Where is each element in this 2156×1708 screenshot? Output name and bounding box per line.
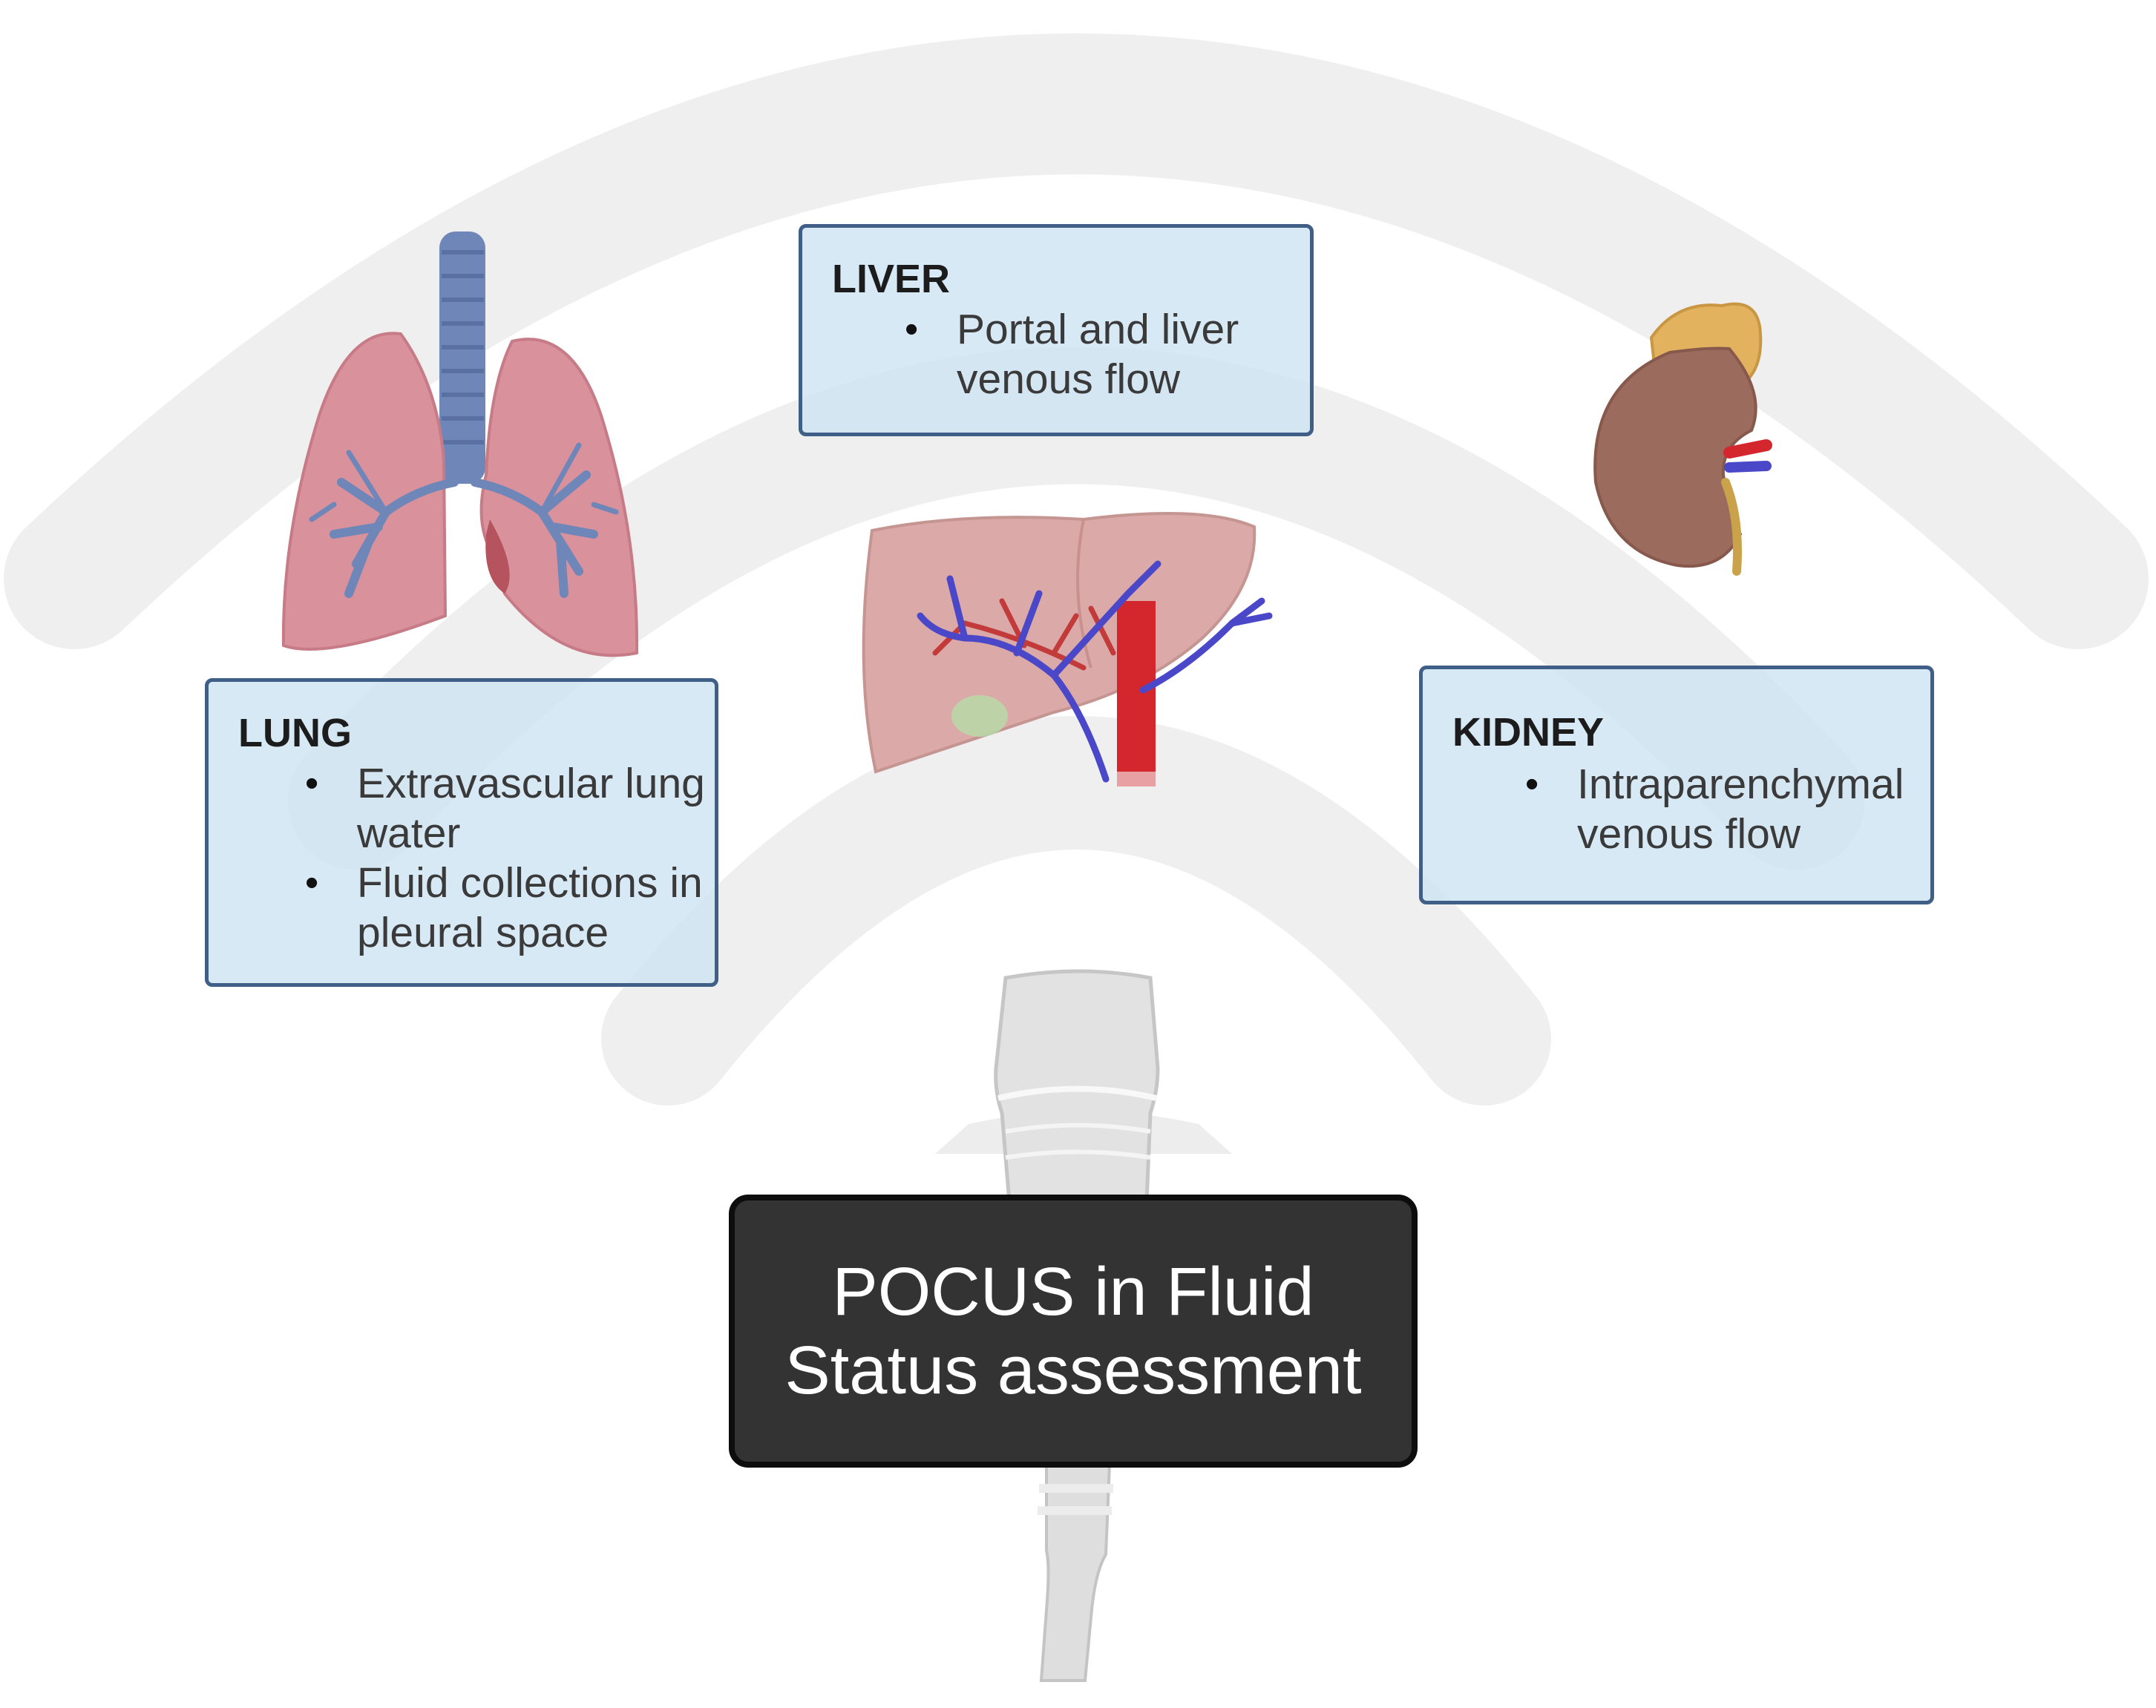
list-item: Fluid collections in pleural space — [305, 858, 706, 958]
lung-title: LUNG — [238, 711, 352, 755]
outer-wave — [4, 33, 2149, 649]
main-label-text: POCUS in Fluid Status assessment — [784, 1254, 1362, 1408]
list-item: Portal and liver venous flow — [905, 305, 1305, 404]
list-item: Intraparenchymal venous flow — [1525, 760, 1948, 859]
liver-info-box: LIVER Portal and liver venous flow — [799, 224, 1314, 436]
list-item: Extravascular lung water — [305, 759, 706, 858]
kidney-list: Intraparenchymal venous flow — [1525, 760, 1948, 859]
main-label-box: POCUS in Fluid Status assessment — [729, 1195, 1418, 1468]
inner-wave — [601, 716, 1551, 1106]
lungs-icon — [281, 231, 639, 657]
liver-icon — [862, 512, 1273, 786]
ultrasound-probe-icon — [935, 969, 1232, 1682]
lung-list: Extravascular lung water Fluid collectio… — [305, 759, 706, 958]
kidney-info-box: KIDNEY Intraparenchymal venous flow — [1419, 666, 1934, 904]
kidney-icon — [1593, 302, 1772, 576]
liver-title: LIVER — [832, 257, 951, 301]
lung-info-box: LUNG Extravascular lung water Fluid coll… — [205, 678, 718, 987]
liver-list: Portal and liver venous flow — [905, 305, 1305, 404]
kidney-title: KIDNEY — [1452, 710, 1605, 755]
